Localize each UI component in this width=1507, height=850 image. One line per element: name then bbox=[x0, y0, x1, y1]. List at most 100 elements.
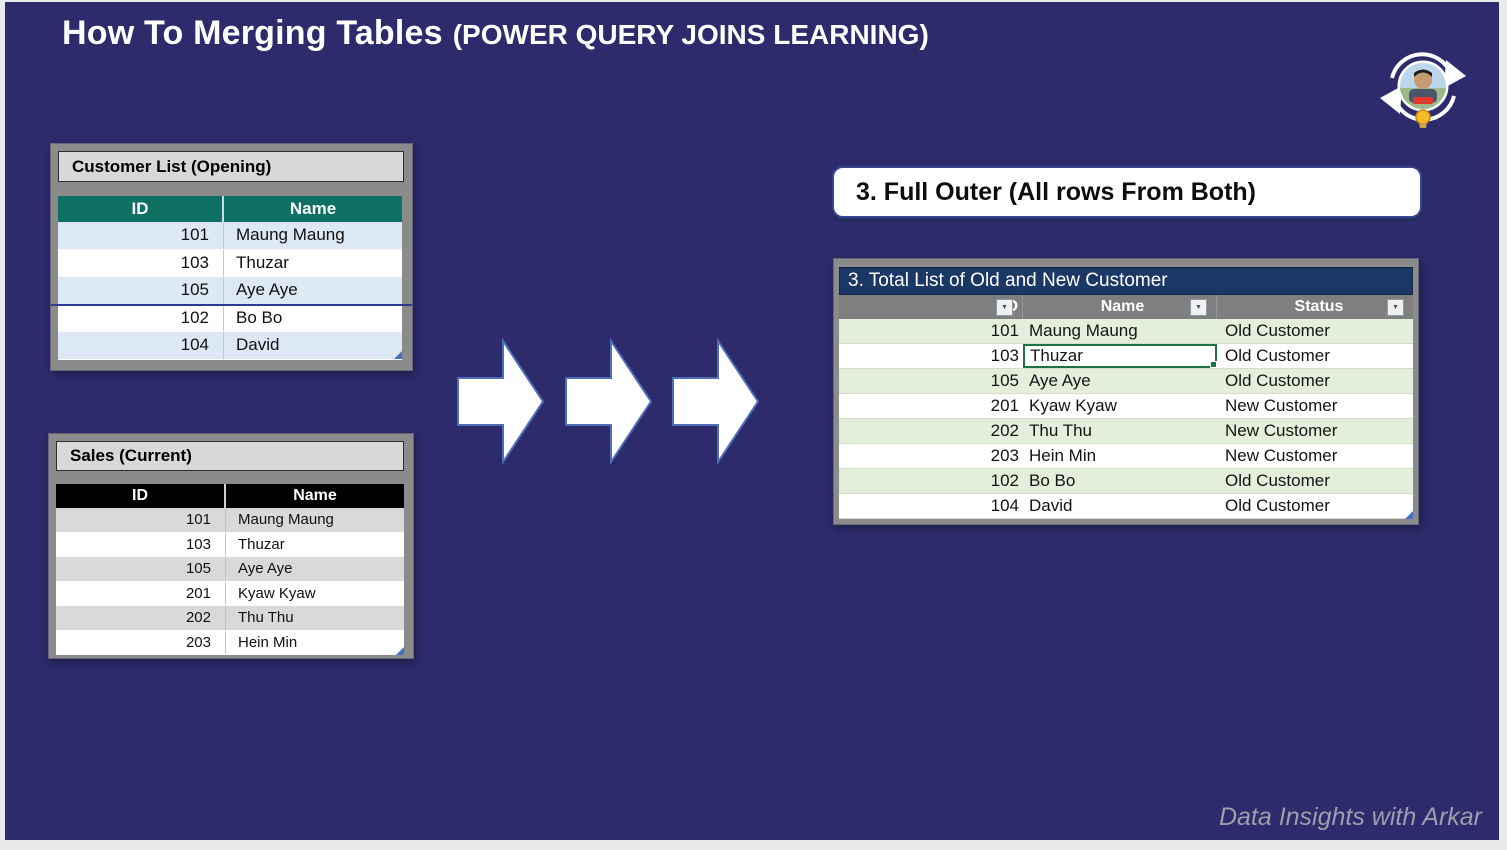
lightbulb-icon bbox=[1415, 109, 1431, 128]
cell-id: 104 bbox=[58, 332, 224, 359]
flow-arrow-icon bbox=[672, 338, 760, 465]
cell-name: Maung Maung bbox=[238, 511, 334, 529]
customer-table: ID Name 101 Maung Maung 103 Thuzar 105 A… bbox=[58, 196, 402, 360]
cell-id: 102 bbox=[58, 304, 224, 331]
column-header-id: ID bbox=[58, 196, 224, 222]
table-row: 102 Bo Bo bbox=[58, 304, 402, 332]
customer-table-caption: Customer List (Opening) bbox=[58, 151, 404, 182]
cell-status: Old Customer bbox=[1225, 496, 1330, 515]
table-row: 101 Maung Maung bbox=[58, 222, 402, 250]
fill-handle-icon[interactable] bbox=[1210, 361, 1217, 368]
cell-status: Old Customer bbox=[1225, 346, 1330, 365]
cell-name: Thuzar bbox=[238, 535, 285, 553]
cell-name: Bo Bo bbox=[236, 307, 283, 327]
cell-id: 103 bbox=[990, 346, 1019, 365]
chevron-down-icon: ▼ bbox=[1195, 304, 1202, 311]
filter-dropdown-icon[interactable]: ▼ bbox=[1387, 299, 1404, 316]
table-row: 104 David Old Customer bbox=[839, 494, 1413, 519]
table-row: 201 Kyaw Kyaw bbox=[56, 581, 404, 606]
cell-id: 202 bbox=[56, 606, 226, 630]
result-table-body: 101 Maung Maung Old Customer 103 Thuzar … bbox=[839, 319, 1413, 519]
chevron-down-icon: ▼ bbox=[1392, 304, 1399, 311]
avatar bbox=[1397, 60, 1449, 112]
result-table-caption: 3. Total List of Old and New Customer bbox=[839, 267, 1413, 295]
result-table-header: ID ▼ Name ▼ Status ▼ bbox=[839, 295, 1413, 319]
table-row: 102 Bo Bo Old Customer bbox=[839, 469, 1413, 494]
cell-id: 105 bbox=[56, 557, 226, 581]
table-row: 103 Thuzar bbox=[58, 249, 402, 277]
cell-status: New Customer bbox=[1225, 421, 1338, 440]
cell-name: Thu Thu bbox=[238, 609, 294, 627]
cell-id: 101 bbox=[990, 321, 1019, 340]
cell-id: 101 bbox=[58, 222, 224, 249]
cell-id: 105 bbox=[990, 371, 1019, 390]
cell-name: Hein Min bbox=[238, 633, 298, 651]
sync-arrows-icon bbox=[1380, 52, 1466, 128]
cell-status: New Customer bbox=[1225, 446, 1338, 465]
cell-name: Thuzar bbox=[236, 252, 289, 272]
table-row: 101 Maung Maung Old Customer bbox=[839, 319, 1413, 344]
flow-arrow-icon bbox=[457, 338, 545, 465]
customer-table-panel: Customer List (Opening) ID Name 101 Maun… bbox=[50, 143, 413, 371]
customer-table-body: 101 Maung Maung 103 Thuzar 105 Aye Aye 1… bbox=[58, 222, 402, 360]
cell-id: 103 bbox=[58, 249, 224, 276]
table-resize-handle-icon[interactable] bbox=[394, 351, 402, 359]
watermark-text: Data Insights with Arkar bbox=[1218, 803, 1482, 831]
sales-table-caption: Sales (Current) bbox=[56, 441, 404, 471]
result-table: ID ▼ Name ▼ Status ▼ 101 Maung Maung Old… bbox=[839, 295, 1413, 519]
column-header-name: Name bbox=[224, 196, 402, 222]
cell-name: Bo Bo bbox=[1029, 471, 1076, 490]
table-resize-handle-icon[interactable] bbox=[1405, 511, 1413, 519]
page-title-main: How To Merging Tables bbox=[62, 14, 443, 52]
column-header-id: ID bbox=[56, 484, 226, 508]
column-header-status: Status ▼ bbox=[1217, 295, 1413, 319]
table-resize-handle-icon[interactable] bbox=[396, 647, 404, 655]
cell-id: 104 bbox=[990, 496, 1019, 515]
cell-status: Old Customer bbox=[1225, 471, 1330, 490]
table-row: 103 Thuzar bbox=[56, 532, 404, 557]
cell-id: 202 bbox=[990, 421, 1019, 440]
cell-status: Old Customer bbox=[1225, 321, 1330, 340]
cell-id: 203 bbox=[990, 446, 1019, 465]
table-row: 105 Aye Aye Old Customer bbox=[839, 369, 1413, 394]
active-cell-value: Thuzar bbox=[1030, 346, 1083, 365]
cell-id: 201 bbox=[56, 581, 226, 605]
cell-name: Maung Maung bbox=[236, 225, 345, 245]
table-row: 202 Thu Thu bbox=[56, 606, 404, 631]
column-header-label: Name bbox=[1100, 298, 1145, 315]
cell-id: 105 bbox=[58, 277, 224, 304]
table-row: 101 Maung Maung bbox=[56, 508, 404, 533]
cell-name: Aye Aye bbox=[1029, 371, 1091, 390]
filter-dropdown-icon[interactable]: ▼ bbox=[1190, 299, 1207, 316]
sales-table-panel: Sales (Current) ID Name 101 Maung Maung … bbox=[48, 433, 414, 659]
table-row: 105 Aye Aye bbox=[58, 277, 402, 305]
table-row: 105 Aye Aye bbox=[56, 557, 404, 582]
cell-name: Thu Thu bbox=[1029, 421, 1093, 440]
cell-name: Kyaw Kyaw bbox=[1029, 396, 1117, 415]
active-cell[interactable]: Thuzar bbox=[1023, 344, 1217, 368]
column-header-name: Name ▼ bbox=[1023, 295, 1217, 319]
join-type-label: 3. Full Outer (All rows From Both) bbox=[856, 177, 1256, 206]
cell-name: Aye Aye bbox=[236, 280, 298, 300]
table-row: 202 Thu Thu New Customer bbox=[839, 419, 1413, 444]
filter-dropdown-icon[interactable]: ▼ bbox=[996, 299, 1013, 316]
join-type-callout: 3. Full Outer (All rows From Both) bbox=[832, 166, 1422, 218]
table-row: 201 Kyaw Kyaw New Customer bbox=[839, 394, 1413, 419]
table-row: 103 Thuzar Old Customer bbox=[839, 344, 1413, 369]
cell-name: David bbox=[236, 335, 280, 355]
cell-status: New Customer bbox=[1225, 396, 1338, 415]
page-title: How To Merging Tables (POWER QUERY JOINS… bbox=[62, 14, 929, 53]
table-row: 203 Hein Min New Customer bbox=[839, 444, 1413, 469]
cell-id: 201 bbox=[990, 396, 1019, 415]
cell-name: Aye Aye bbox=[238, 560, 293, 578]
cell-id: 102 bbox=[990, 471, 1019, 490]
result-table-panel: 3. Total List of Old and New Customer ID… bbox=[833, 258, 1419, 525]
cell-name: Kyaw Kyaw bbox=[238, 584, 316, 602]
column-header-id: ID ▼ bbox=[839, 295, 1023, 319]
sales-table: ID Name 101 Maung Maung 103 Thuzar 105 A… bbox=[56, 484, 404, 655]
sales-table-body: 101 Maung Maung 103 Thuzar 105 Aye Aye 2… bbox=[56, 508, 404, 655]
cell-id: 103 bbox=[56, 532, 226, 556]
flow-arrow-icon bbox=[565, 338, 653, 465]
channel-logo bbox=[1376, 43, 1470, 131]
